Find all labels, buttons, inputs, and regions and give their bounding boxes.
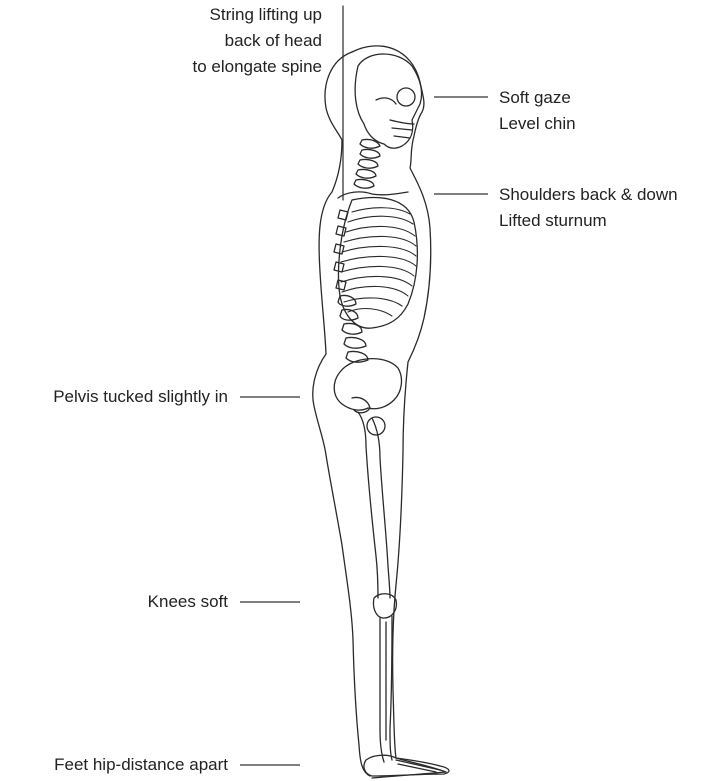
string-annotation-line-3: to elongate spine — [193, 54, 323, 80]
eye-socket — [397, 88, 415, 106]
shoulders-annotation-line-1: Shoulders back & down — [499, 182, 678, 208]
knees-annotation: Knees soft — [148, 589, 228, 615]
gaze-annotation-line-1: Soft gaze — [499, 85, 576, 111]
cervical-spine — [354, 139, 380, 188]
string-annotation-line-1: String lifting up — [193, 2, 323, 28]
pelvis-annotation: Pelvis tucked slightly in — [53, 384, 228, 410]
jaw — [390, 120, 414, 138]
tibia — [380, 616, 392, 762]
skull — [355, 54, 421, 148]
feet-annotation-line-1: Feet hip-distance apart — [54, 752, 228, 778]
shoulders-annotation: Shoulders back & down Lifted sturnum — [499, 182, 678, 234]
string-annotation: String lifting up back of head to elonga… — [193, 2, 323, 80]
body-outline-back — [313, 52, 370, 776]
gaze-annotation: Soft gaze Level chin — [499, 85, 576, 137]
string-annotation-line-2: back of head — [193, 28, 323, 54]
ribcage-outline — [339, 198, 418, 329]
feet-annotation: Feet hip-distance apart — [54, 752, 228, 778]
knees-annotation-line-1: Knees soft — [148, 589, 228, 615]
pelvis-annotation-line-1: Pelvis tucked slightly in — [53, 384, 228, 410]
shoulders-annotation-line-2: Lifted sturnum — [499, 208, 678, 234]
ribs — [341, 208, 416, 316]
femur — [358, 412, 390, 598]
cheekbone — [376, 98, 396, 104]
knee — [373, 594, 396, 618]
gaze-annotation-line-2: Level chin — [499, 111, 576, 137]
